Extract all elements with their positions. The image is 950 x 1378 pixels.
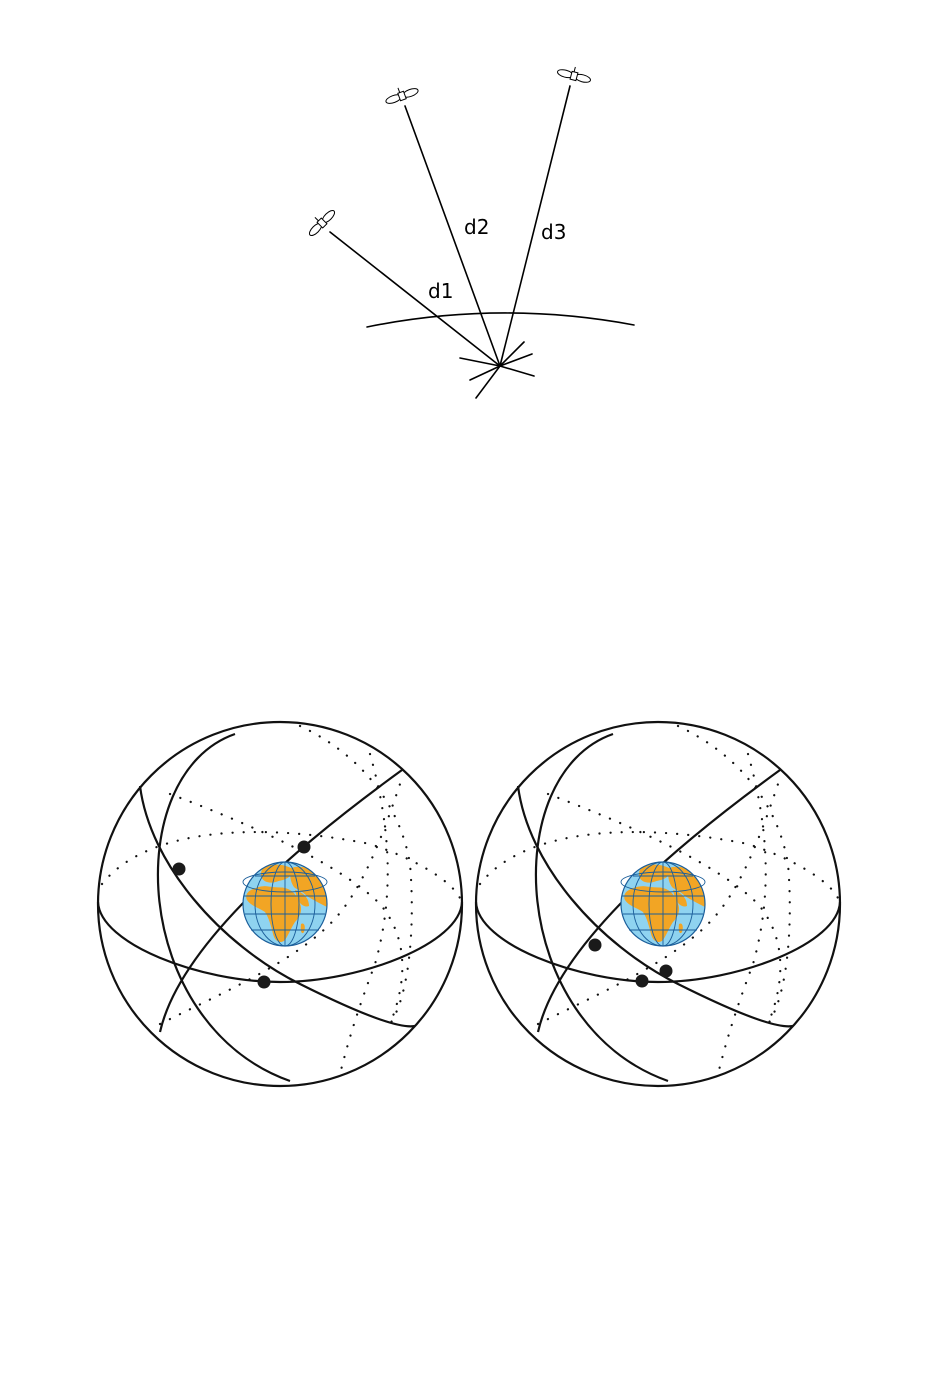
satellite-icon-3 bbox=[557, 63, 593, 84]
range-line-d1 bbox=[330, 232, 500, 366]
satellite-icon-2 bbox=[383, 82, 419, 106]
label-d2: d2 bbox=[464, 215, 489, 239]
satellite-marker bbox=[636, 975, 649, 988]
receiver-point bbox=[460, 342, 534, 398]
satellite-marker bbox=[298, 841, 311, 854]
trilateration-diagram: d1 d2 d3 bbox=[304, 63, 634, 398]
satellite-marker bbox=[589, 939, 602, 952]
label-d1: d1 bbox=[428, 279, 453, 303]
satellite-marker bbox=[173, 863, 186, 876]
earth-globe-right bbox=[621, 862, 707, 946]
satellite-marker bbox=[660, 965, 673, 978]
orbit-sphere-left bbox=[98, 722, 462, 1086]
label-d3: d3 bbox=[541, 220, 566, 244]
orbit-sphere-right bbox=[476, 722, 840, 1086]
satellite-marker bbox=[258, 976, 271, 989]
earth-globe-left bbox=[243, 862, 329, 946]
earth-surface-arc bbox=[367, 313, 634, 327]
